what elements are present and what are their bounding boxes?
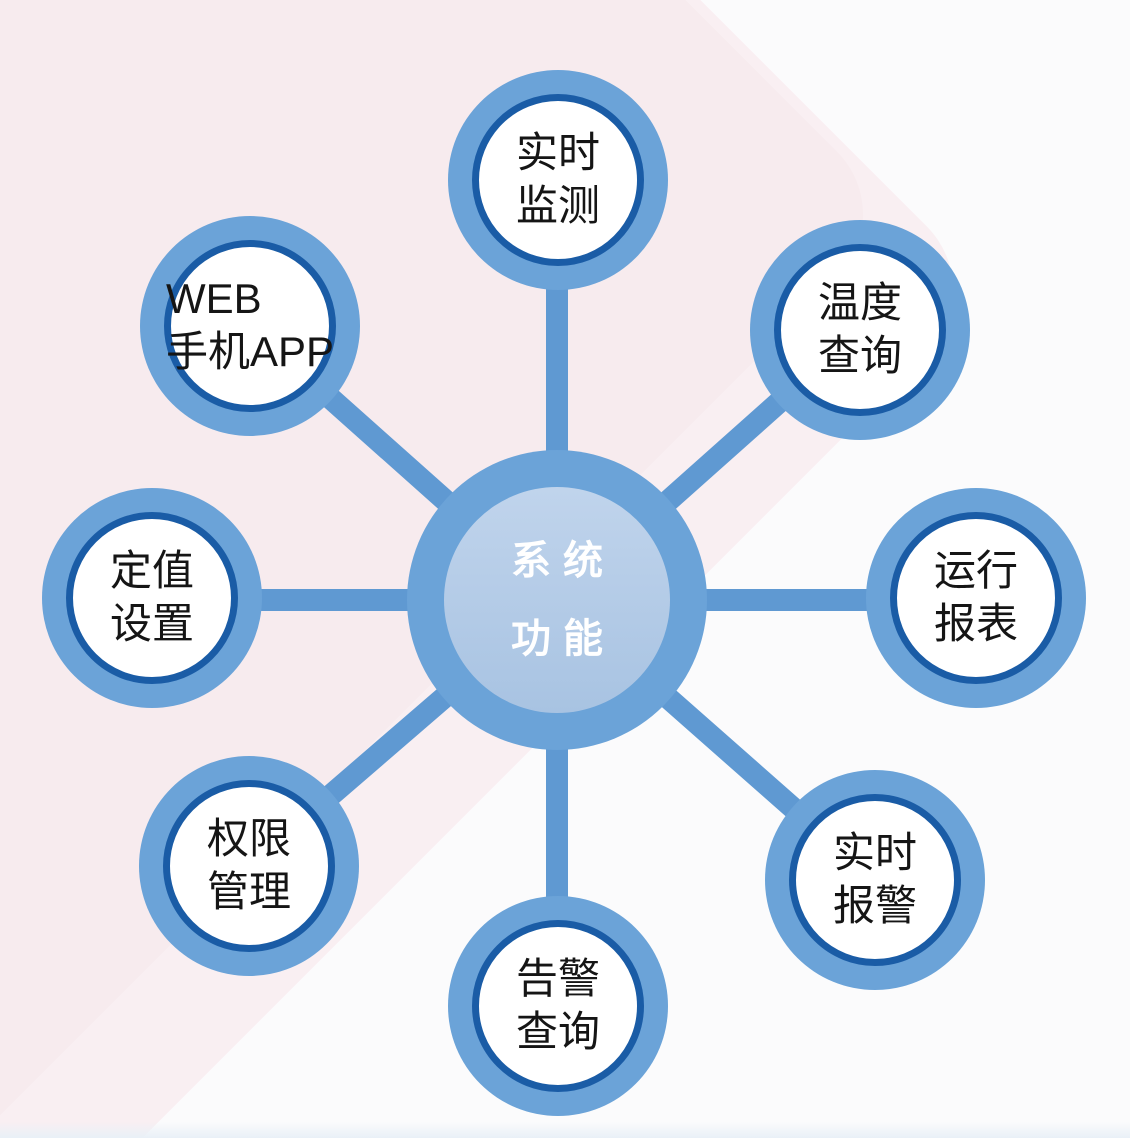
node-label-line: 报表	[933, 600, 1018, 647]
node-temperature-query: 温度 查询	[750, 220, 970, 440]
hub-label-line: 系统	[511, 539, 615, 583]
node-label-line: 管理	[206, 868, 291, 915]
hub-label-line: 功能	[511, 617, 615, 661]
bottom-edge-tint	[0, 1122, 1130, 1138]
node-label-line: 实时	[515, 129, 600, 177]
node-circle: 运行 报表	[890, 512, 1062, 684]
node-label-line: 实时	[832, 829, 917, 877]
node-label-line: 权限	[206, 815, 291, 863]
node-circle: 实时 监测	[472, 94, 644, 266]
node-label-line: WEB	[165, 275, 262, 323]
node-label-line: 手机APP	[165, 328, 335, 375]
node-label: WEB 手机APP	[166, 273, 334, 379]
node-circle: 告警 查询	[472, 920, 644, 1092]
node-circle: 温度 查询	[774, 244, 946, 416]
node-alarm-query: 告警 查询	[448, 896, 668, 1116]
node-web-mobile-app: WEB 手机APP	[140, 216, 360, 436]
node-circle: 权限 管理	[163, 780, 335, 952]
node-label: 权限 管理	[207, 813, 291, 919]
hub-system-functions: 系统 功能	[407, 450, 707, 750]
node-setpoint-config: 定值 设置	[42, 488, 262, 708]
node-circle: 定值 设置	[66, 512, 238, 684]
hub-circle: 系统 功能	[444, 487, 670, 713]
node-label-line: 设置	[109, 600, 194, 647]
node-label-line: 报警	[832, 882, 917, 929]
node-label-line: 定值	[109, 547, 194, 595]
hub-label: 系统 功能	[511, 522, 603, 678]
node-label-line: 监测	[515, 182, 600, 229]
node-label-line: 查询	[817, 332, 902, 379]
node-label-line: 运行	[933, 547, 1018, 595]
node-label: 告警 查询	[516, 953, 600, 1059]
node-circle: 实时 报警	[789, 794, 961, 966]
node-label: 实时 监测	[516, 127, 600, 233]
node-label-line: 告警	[515, 955, 600, 1003]
node-circle: WEB 手机APP	[164, 240, 336, 412]
node-operation-report: 运行 报表	[866, 488, 1086, 708]
node-label: 实时 报警	[833, 827, 917, 933]
node-label: 温度 查询	[818, 277, 902, 383]
node-label: 运行 报表	[934, 545, 1018, 651]
node-label: 定值 设置	[110, 545, 194, 651]
node-label-line: 查询	[515, 1008, 600, 1055]
node-label-line: 温度	[817, 279, 902, 327]
node-permission-management: 权限 管理	[139, 756, 359, 976]
node-realtime-monitoring: 实时 监测	[448, 70, 668, 290]
node-realtime-alarm: 实时 报警	[765, 770, 985, 990]
